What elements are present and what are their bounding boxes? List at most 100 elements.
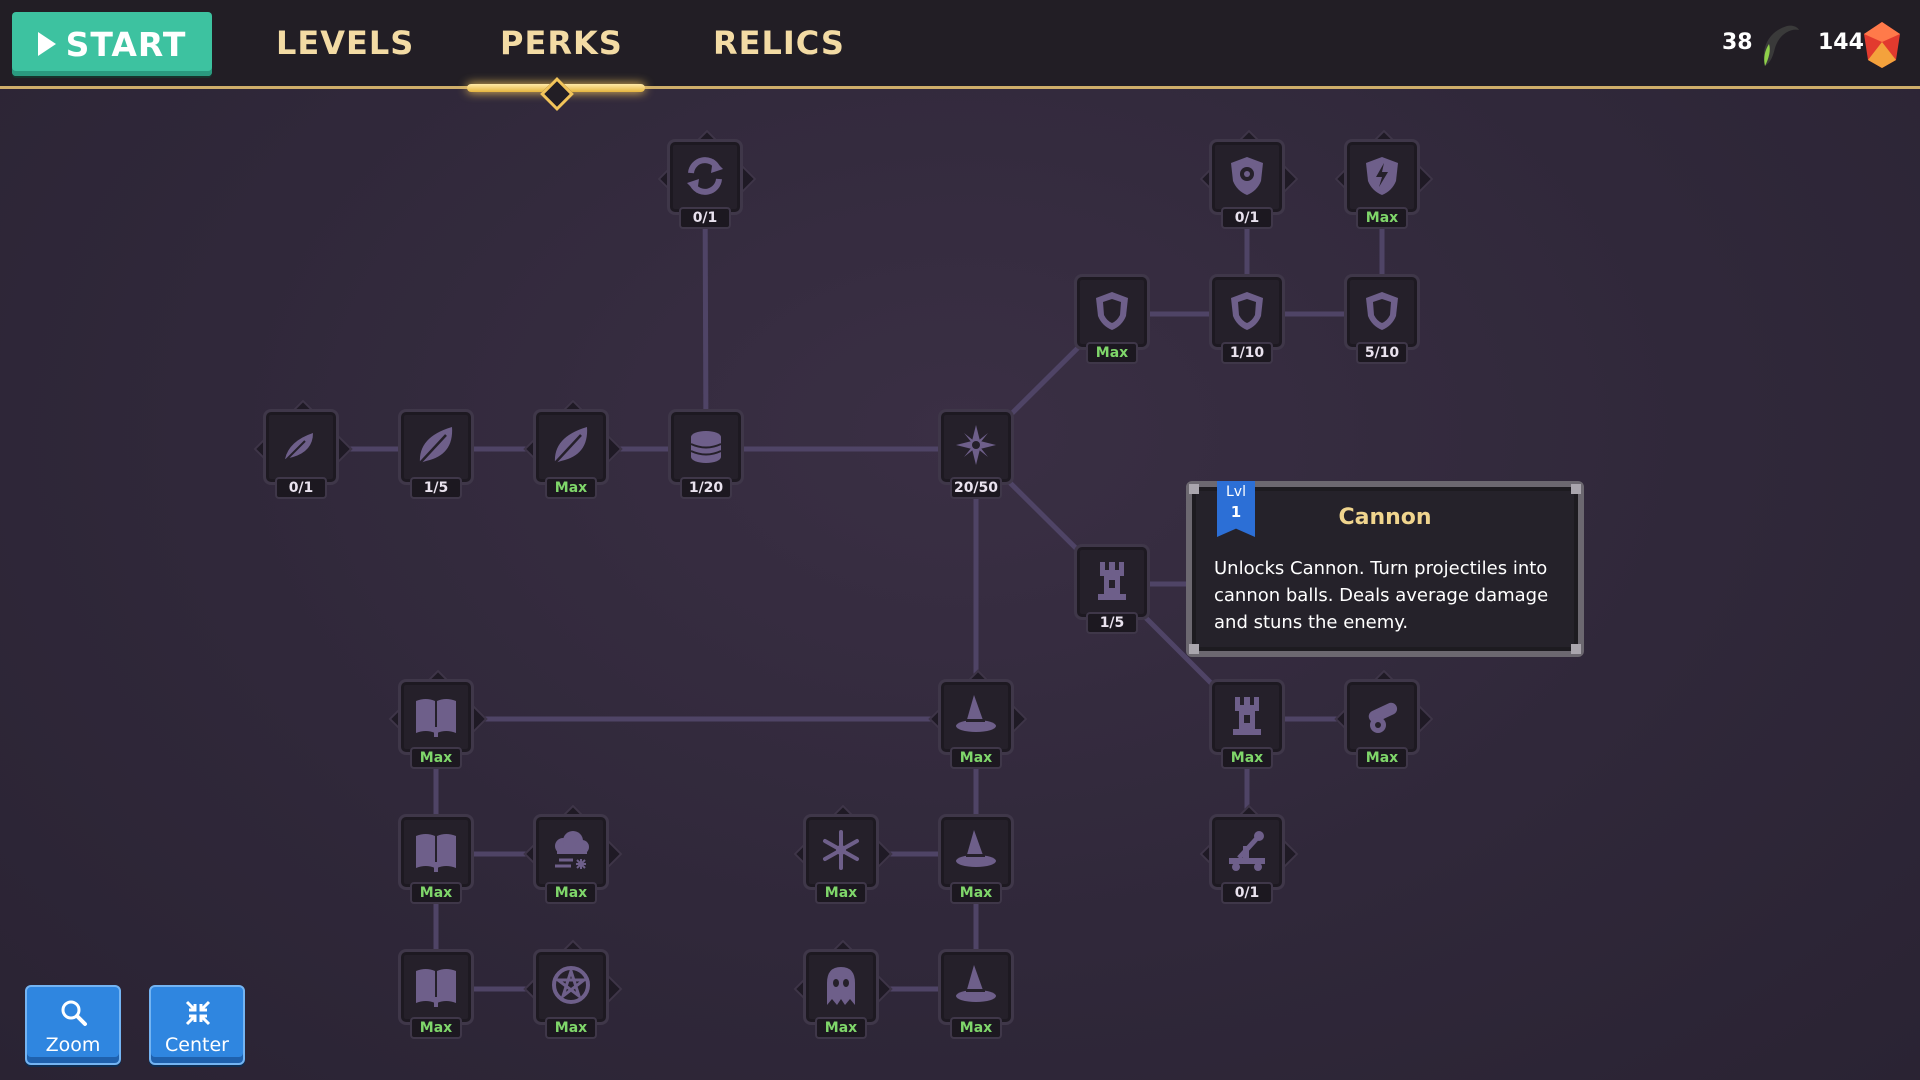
perk-node-tile (398, 679, 474, 755)
tab-relics[interactable]: RELICS (713, 24, 845, 62)
perk-node-tile (533, 814, 609, 890)
compass-star-icon (956, 425, 996, 465)
spellbook-icon (416, 969, 456, 1007)
perk-level-badge: Max (410, 747, 462, 769)
top-bar: START LEVELS PERKS RELICS 38 144 (0, 0, 1920, 86)
zoom-button[interactable]: Zoom (25, 985, 121, 1065)
leaf-icon (419, 427, 453, 464)
perk-node[interactable]: Max (928, 669, 1028, 769)
tab-perks[interactable]: PERKS (500, 24, 623, 62)
perk-node-tile (398, 949, 474, 1025)
perk-node[interactable]: 0/1 (1199, 804, 1299, 904)
shield-lightning-icon (1366, 157, 1398, 195)
perk-node[interactable]: Max (394, 810, 478, 904)
tooltip-level-ribbon: Lvl 1 (1217, 481, 1255, 537)
perk-node[interactable]: Max (388, 669, 488, 769)
wizard-hat-icon (956, 965, 996, 1002)
shield-icon (1231, 292, 1263, 330)
perk-level-badge: Max (1221, 747, 1273, 769)
perk-node-tile (938, 409, 1014, 485)
collapse-arrows-icon (185, 1000, 211, 1026)
perk-node[interactable]: Max (934, 810, 1018, 904)
center-button-label: Center (165, 1034, 229, 1056)
perk-node[interactable]: Max (1070, 270, 1154, 364)
perk-node[interactable]: Max (793, 939, 893, 1039)
perk-level-badge: Max (1086, 342, 1138, 364)
perk-node[interactable]: 1/5 (394, 405, 478, 499)
tooltip-title: Cannon (1338, 505, 1432, 530)
start-button[interactable]: START (12, 12, 212, 76)
perk-level-badge: 1/20 (680, 477, 732, 499)
tooltip-corner (1189, 484, 1199, 494)
perk-node[interactable]: Max (523, 939, 623, 1039)
perk-node[interactable]: 1/10 (1205, 270, 1289, 364)
wizard-hat-icon (956, 830, 996, 867)
perk-node[interactable]: 1/20 (664, 405, 748, 499)
perk-node-tile (1074, 544, 1150, 620)
perk-level-badge: Max (545, 882, 597, 904)
perk-node[interactable]: 0/1 (253, 399, 353, 499)
perk-node[interactable]: 0/1 (1199, 129, 1299, 229)
perk-node[interactable]: 5/10 (1340, 270, 1424, 364)
perk-node[interactable]: Max (1334, 669, 1434, 769)
perk-node[interactable]: Max (1205, 675, 1289, 769)
coin-stack-icon (690, 431, 722, 463)
tooltip-description: Unlocks Cannon. Turn projectiles into ca… (1214, 558, 1549, 633)
storm-cloud-icon (555, 831, 589, 869)
tooltip-corner (1189, 644, 1199, 654)
perk-level-badge: Max (545, 1017, 597, 1039)
zoom-button-label: Zoom (45, 1034, 101, 1056)
perk-level-badge: 1/5 (410, 477, 462, 499)
spellbook-icon (416, 834, 456, 872)
perk-level-badge: Max (950, 1017, 1002, 1039)
ghost-icon (827, 967, 855, 1005)
center-button[interactable]: Center (149, 985, 245, 1065)
perk-level-badge: 0/1 (275, 477, 327, 499)
spellbook-icon (416, 699, 456, 737)
shield-icon (1096, 292, 1128, 330)
tower-icon (1098, 562, 1126, 600)
tooltip-corner (1571, 644, 1581, 654)
shield-gear-icon (1231, 157, 1263, 195)
tab-levels[interactable]: LEVELS (276, 24, 415, 62)
perk-node[interactable]: 0/1 (657, 129, 757, 229)
perk-node-tile (398, 814, 474, 890)
leaf-icon (554, 427, 588, 464)
perk-node[interactable]: Max (793, 804, 893, 904)
perk-level-badge: Max (545, 477, 597, 499)
wizard-hat-icon (956, 695, 996, 732)
perk-level-badge: Max (410, 1017, 462, 1039)
start-button-label: START (65, 24, 187, 64)
perk-level-badge: Max (410, 882, 462, 904)
tower-icon (1233, 697, 1261, 735)
perk-node[interactable]: Max (1334, 129, 1434, 229)
tooltip-level-value: 1 (1230, 503, 1242, 521)
perk-node[interactable]: Max (934, 945, 1018, 1039)
perk-node[interactable]: Max (523, 804, 623, 904)
pentagram-icon (552, 966, 590, 1004)
horn-count: 38 (1722, 30, 1753, 55)
perk-level-badge: 1/10 (1221, 342, 1273, 364)
perk-level-badge: 5/10 (1356, 342, 1408, 364)
catapult-icon (1229, 831, 1265, 871)
shield-icon (1366, 292, 1398, 330)
perk-node[interactable]: Max (394, 945, 478, 1039)
perk-level-badge: 1/5 (1086, 612, 1138, 634)
leaf-small-icon (284, 433, 313, 462)
perk-level-badge: 20/50 (950, 477, 1002, 499)
perk-level-badge: Max (815, 882, 867, 904)
perk-node[interactable]: 1/5 (1070, 540, 1154, 634)
perk-node[interactable]: Max (523, 399, 623, 499)
perk-level-badge: 0/1 (679, 207, 731, 229)
perk-level-badge: 0/1 (1221, 882, 1273, 904)
topbar-divider (0, 86, 1920, 89)
cannon-icon (1368, 702, 1398, 733)
perk-node[interactable]: 20/50 (934, 405, 1018, 499)
play-icon (37, 32, 56, 56)
horn-icon (1763, 25, 1799, 66)
recycle-icon (687, 157, 723, 195)
perk-tooltip: Lvl 1 Cannon Unlocks Cannon. Turn projec… (1186, 481, 1584, 657)
perk-level-badge: Max (950, 747, 1002, 769)
snowflake-icon (823, 830, 859, 870)
